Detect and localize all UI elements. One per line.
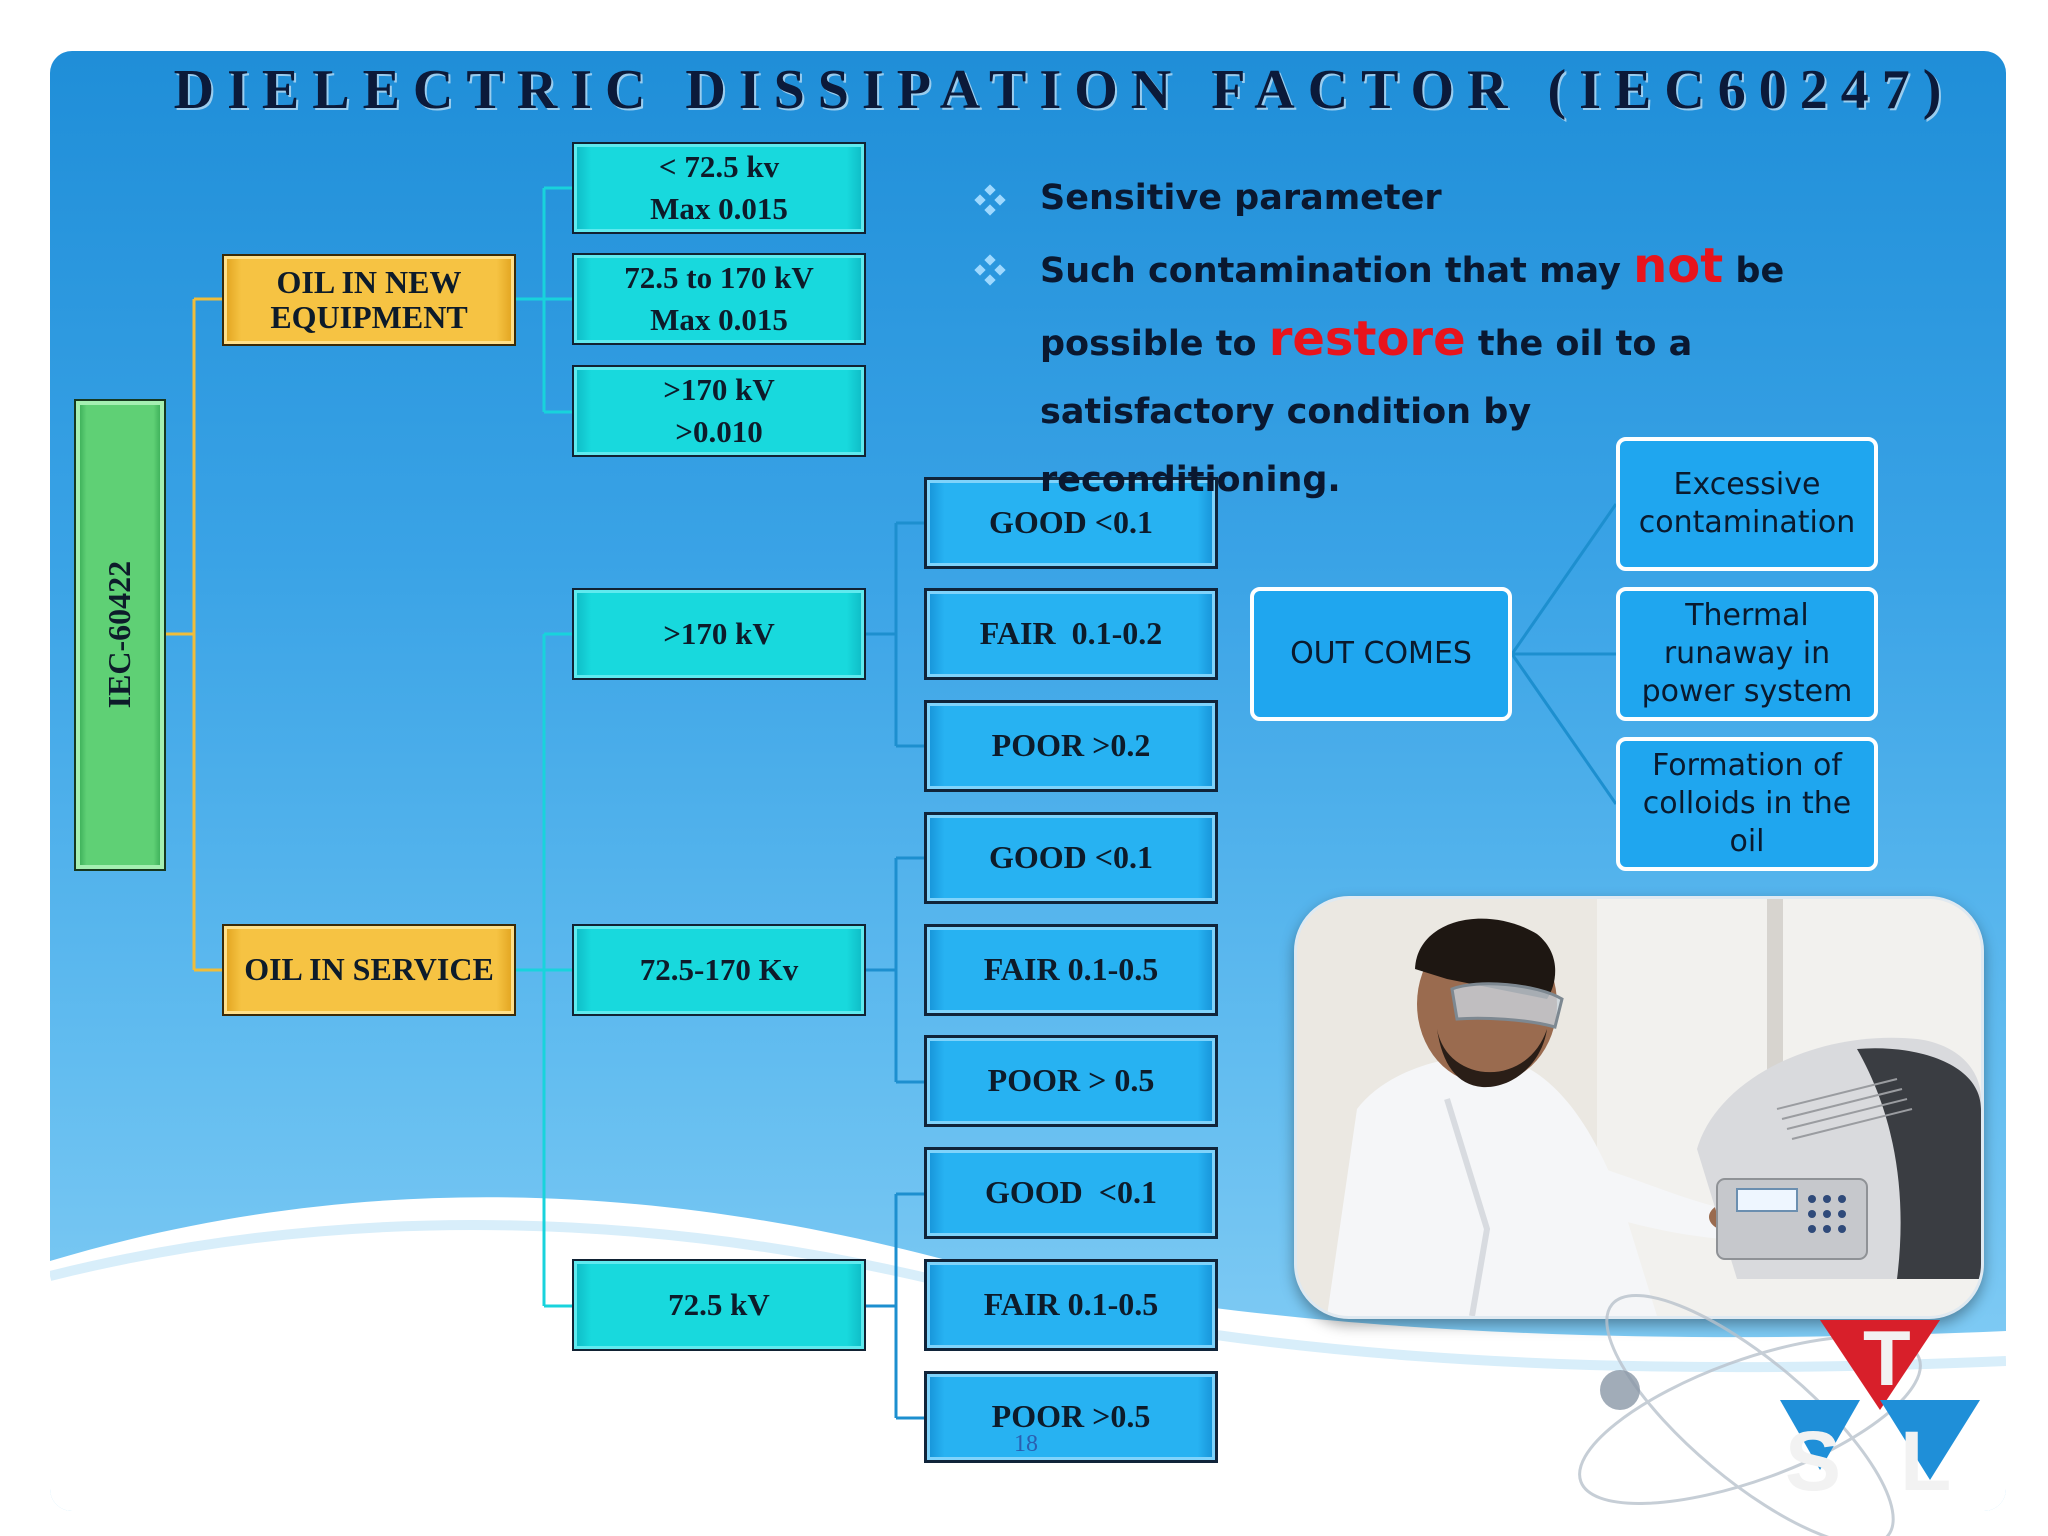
bullet-text: the oil to a satisfactory condition by r… bbox=[1040, 324, 1693, 500]
rating-label: POOR >0.5 bbox=[991, 1398, 1151, 1435]
bullet-item: Such contamination that may not be possi… bbox=[974, 232, 1820, 514]
technician-testing-image bbox=[1297, 899, 1981, 1316]
oil-in-service-label: OIL IN SERVICE bbox=[244, 951, 494, 988]
outcome-text: Excessive contamination bbox=[1638, 466, 1856, 540]
new-range-node: >170 kV >0.010 bbox=[572, 365, 866, 457]
rating-node: FAIR 0.1-0.5 bbox=[924, 1259, 1218, 1351]
bullet-text: Such contamination that may bbox=[1040, 251, 1634, 291]
oil-in-service-node: OIL IN SERVICE bbox=[222, 924, 516, 1016]
logo-letter: L bbox=[1900, 1414, 1951, 1508]
service-voltage-node: 72.5 kV bbox=[572, 1259, 866, 1351]
diamond-bullet-icon bbox=[974, 184, 1006, 216]
outcome-text: Thermal runaway in power system bbox=[1641, 597, 1853, 710]
bullet-item: Sensitive parameter bbox=[974, 178, 1820, 218]
new-range-voltage: >170 kV bbox=[663, 372, 775, 408]
rating-label: GOOD <0.1 bbox=[988, 839, 1153, 876]
rating-node: FAIR 0.1-0.2 bbox=[924, 588, 1218, 680]
lab-photo bbox=[1294, 896, 1984, 1319]
new-range-limit: >0.010 bbox=[675, 414, 763, 449]
rating-label: FAIR 0.1-0.5 bbox=[983, 951, 1159, 988]
rating-node: FAIR 0.1-0.5 bbox=[924, 924, 1218, 1016]
service-voltage-label: 72.5-170 Kv bbox=[639, 952, 799, 988]
rating-node: GOOD <0.1 bbox=[924, 1147, 1218, 1239]
rating-node: GOOD <0.1 bbox=[924, 812, 1218, 904]
outcome-item: Thermal runaway in power system bbox=[1616, 587, 1878, 721]
bullet-text: be possible to bbox=[1040, 251, 1785, 364]
rating-label: GOOD <0.1 bbox=[984, 1174, 1157, 1211]
logo-letter: S bbox=[1785, 1414, 1841, 1508]
rating-label: GOOD <0.1 bbox=[988, 504, 1153, 541]
new-range-limit: Max 0.015 bbox=[650, 191, 788, 226]
rating-node: POOR >0.2 bbox=[924, 700, 1218, 792]
rating-node: GOOD <0.1 bbox=[924, 477, 1218, 569]
outcome-item: Formation of colloids in the oil bbox=[1616, 737, 1878, 871]
rating-node: POOR >0.5 bbox=[924, 1371, 1218, 1463]
page-number: 18 bbox=[1014, 1431, 1038, 1457]
outcomes-label: OUT COMES bbox=[1290, 635, 1472, 671]
new-range-limit: Max 0.015 bbox=[650, 302, 788, 337]
service-voltage-node: >170 kV bbox=[572, 588, 866, 680]
service-voltage-label: 72.5 kV bbox=[668, 1287, 770, 1323]
rating-label: POOR >0.2 bbox=[991, 727, 1151, 764]
oil-in-new-equipment-label: OIL IN NEW EQUIPMENT bbox=[270, 263, 468, 335]
emphasis-not: not bbox=[1633, 238, 1724, 294]
rating-label: FAIR 0.1-0.2 bbox=[979, 615, 1163, 652]
root-label: IEC-60422 bbox=[101, 561, 138, 709]
tsl-logo: T S L bbox=[1578, 1294, 1980, 1536]
new-range-voltage: < 72.5 kv bbox=[658, 149, 780, 185]
rating-node: POOR > 0.5 bbox=[924, 1035, 1218, 1127]
outcomes-node: OUT COMES bbox=[1250, 587, 1512, 721]
new-range-node: < 72.5 kv Max 0.015 bbox=[572, 142, 866, 234]
oil-in-new-equipment-node: OIL IN NEW EQUIPMENT bbox=[222, 254, 516, 346]
slide-title: DIELECTRIC DISSIPATION FACTOR (IEC60247) bbox=[173, 59, 1955, 121]
root-node: IEC-60422 bbox=[74, 399, 166, 871]
diamond-bullet-icon bbox=[974, 254, 1006, 286]
rating-label: POOR > 0.5 bbox=[987, 1062, 1155, 1099]
service-voltage-label: >170 kV bbox=[663, 616, 775, 652]
outcome-item: Excessive contamination bbox=[1616, 437, 1878, 571]
emphasis-restore: restore bbox=[1268, 311, 1466, 367]
logo-letter: T bbox=[1863, 1314, 1911, 1402]
bullet-text: Sensitive parameter bbox=[1040, 178, 1442, 218]
new-range-node: 72.5 to 170 kV Max 0.015 bbox=[572, 253, 866, 345]
rating-label: FAIR 0.1-0.5 bbox=[983, 1286, 1159, 1323]
bullet-list: Sensitive parameter Such contamination t… bbox=[974, 178, 1820, 514]
service-voltage-node: 72.5-170 Kv bbox=[572, 924, 866, 1016]
outcome-text: Formation of colloids in the oil bbox=[1642, 747, 1852, 860]
new-range-voltage: 72.5 to 170 kV bbox=[624, 260, 814, 296]
